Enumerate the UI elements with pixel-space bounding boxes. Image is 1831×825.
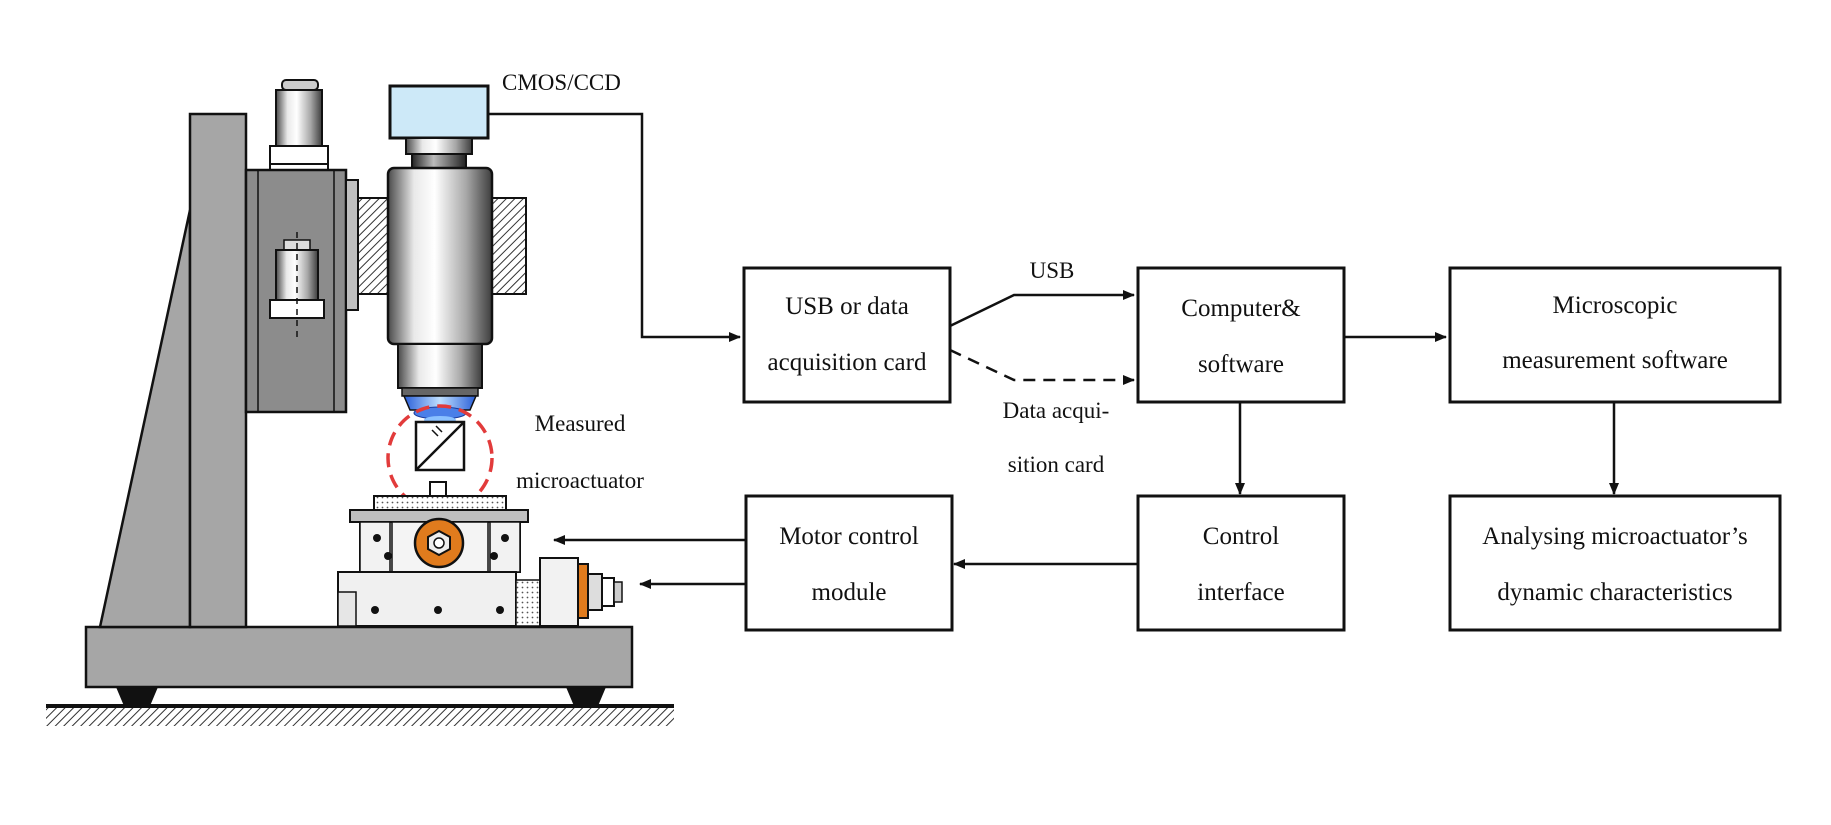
- focus-ring: [386, 404, 494, 512]
- microscope-apparatus: [46, 79, 674, 726]
- control-interface-label-line2: interface: [1197, 579, 1284, 606]
- computer-label-line2: software: [1198, 351, 1284, 378]
- sample-label-line2: microactuator: [516, 468, 644, 493]
- control-interface-box: Control interface: [1136, 494, 1346, 632]
- sample-label-line1: Measured: [535, 411, 626, 436]
- clamp-right: [491, 197, 527, 295]
- motor-control-label-line2: module: [812, 579, 887, 606]
- computer-box: Computer& software: [1136, 266, 1346, 404]
- camera-body: [388, 84, 490, 140]
- usb-card-box: USB or data acquisition card: [742, 266, 952, 404]
- micro-software-box: Microscopic measurement software: [1448, 266, 1782, 404]
- usb-card-label-line1: USB or data: [785, 293, 909, 320]
- analysing-label-line1: Analysing microactuator’s: [1482, 523, 1747, 550]
- usb-label: USB: [1030, 258, 1075, 283]
- usb-card-label-line2: acquisition card: [768, 349, 927, 376]
- daq-line: [949, 348, 1135, 385]
- camera-to-card-line: [488, 112, 741, 342]
- xy-stage: [337, 481, 623, 627]
- micro-software-label-line1: Microscopic: [1553, 292, 1678, 319]
- daq-label-line1: Data acqui-: [1003, 398, 1110, 423]
- clamp-left: [357, 197, 389, 295]
- focus-motor: [269, 79, 329, 170]
- computer-label-line1: Computer&: [1181, 295, 1300, 322]
- daq-label-line2: sition card: [1008, 452, 1105, 477]
- carriage-motor: [269, 232, 325, 340]
- objective-lens: [402, 395, 478, 411]
- ground-hatch: [46, 706, 674, 726]
- control-interface-label-line1: Control: [1203, 523, 1279, 550]
- column-support: [98, 209, 192, 629]
- foot-left: [116, 687, 158, 706]
- foot-right: [566, 687, 606, 706]
- analysing-box: Analysing microactuator’s dynamic charac…: [1448, 494, 1782, 632]
- vertical-column: [188, 112, 248, 629]
- motor-control-box: Motor control module: [744, 494, 954, 632]
- usb-line: [949, 290, 1135, 328]
- base-plate: [84, 625, 634, 689]
- objective-tube: [386, 166, 494, 346]
- motor-control-label-line1: Motor control: [779, 523, 919, 550]
- analysing-label-line2: dynamic characteristics: [1497, 579, 1732, 606]
- micro-software-label-line2: measurement software: [1502, 347, 1728, 374]
- camera-label: CMOS/CCD: [502, 70, 621, 95]
